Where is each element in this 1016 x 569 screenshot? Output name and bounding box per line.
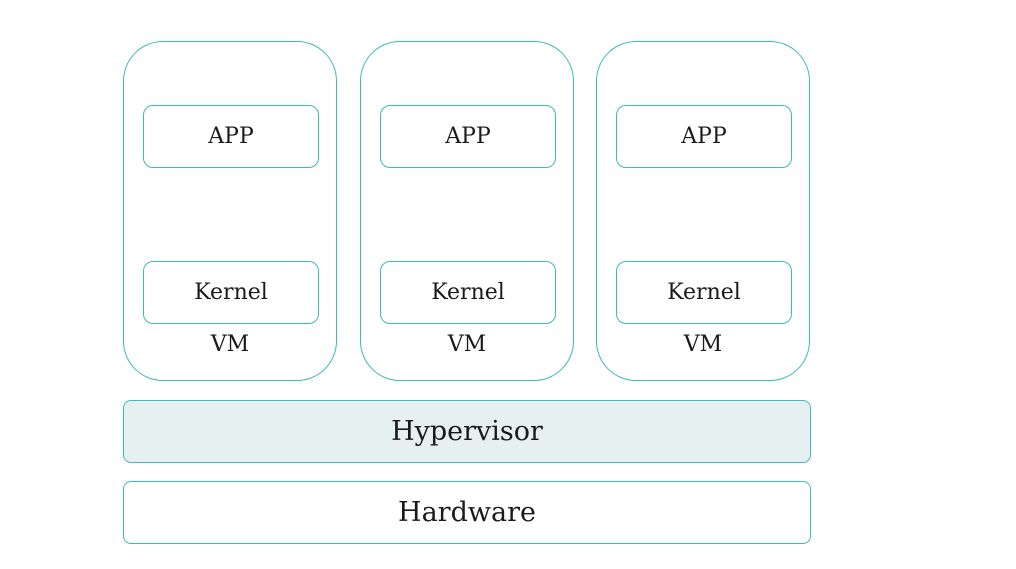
app-label-1: APP: [208, 124, 254, 149]
vm-container-2: APP Kernel VM: [360, 41, 574, 381]
app-label-3: APP: [681, 124, 727, 149]
vm-container-1: APP Kernel VM: [123, 41, 337, 381]
hardware-label: Hardware: [398, 497, 536, 528]
kernel-box-1: Kernel: [143, 261, 319, 324]
app-box-3: APP: [616, 105, 792, 168]
hypervisor-label: Hypervisor: [391, 416, 543, 447]
kernel-box-3: Kernel: [616, 261, 792, 324]
vm-label-1: VM: [210, 332, 250, 357]
kernel-label-1: Kernel: [194, 280, 268, 305]
app-label-2: APP: [445, 124, 491, 149]
hardware-layer: Hardware: [123, 481, 811, 544]
app-box-1: APP: [143, 105, 319, 168]
app-box-2: APP: [380, 105, 556, 168]
hypervisor-layer: Hypervisor: [123, 400, 811, 463]
vm-label-2: VM: [447, 332, 487, 357]
vm-label-3: VM: [683, 332, 723, 357]
kernel-label-2: Kernel: [431, 280, 505, 305]
kernel-label-3: Kernel: [667, 280, 741, 305]
kernel-box-2: Kernel: [380, 261, 556, 324]
vm-container-3: APP Kernel VM: [596, 41, 810, 381]
